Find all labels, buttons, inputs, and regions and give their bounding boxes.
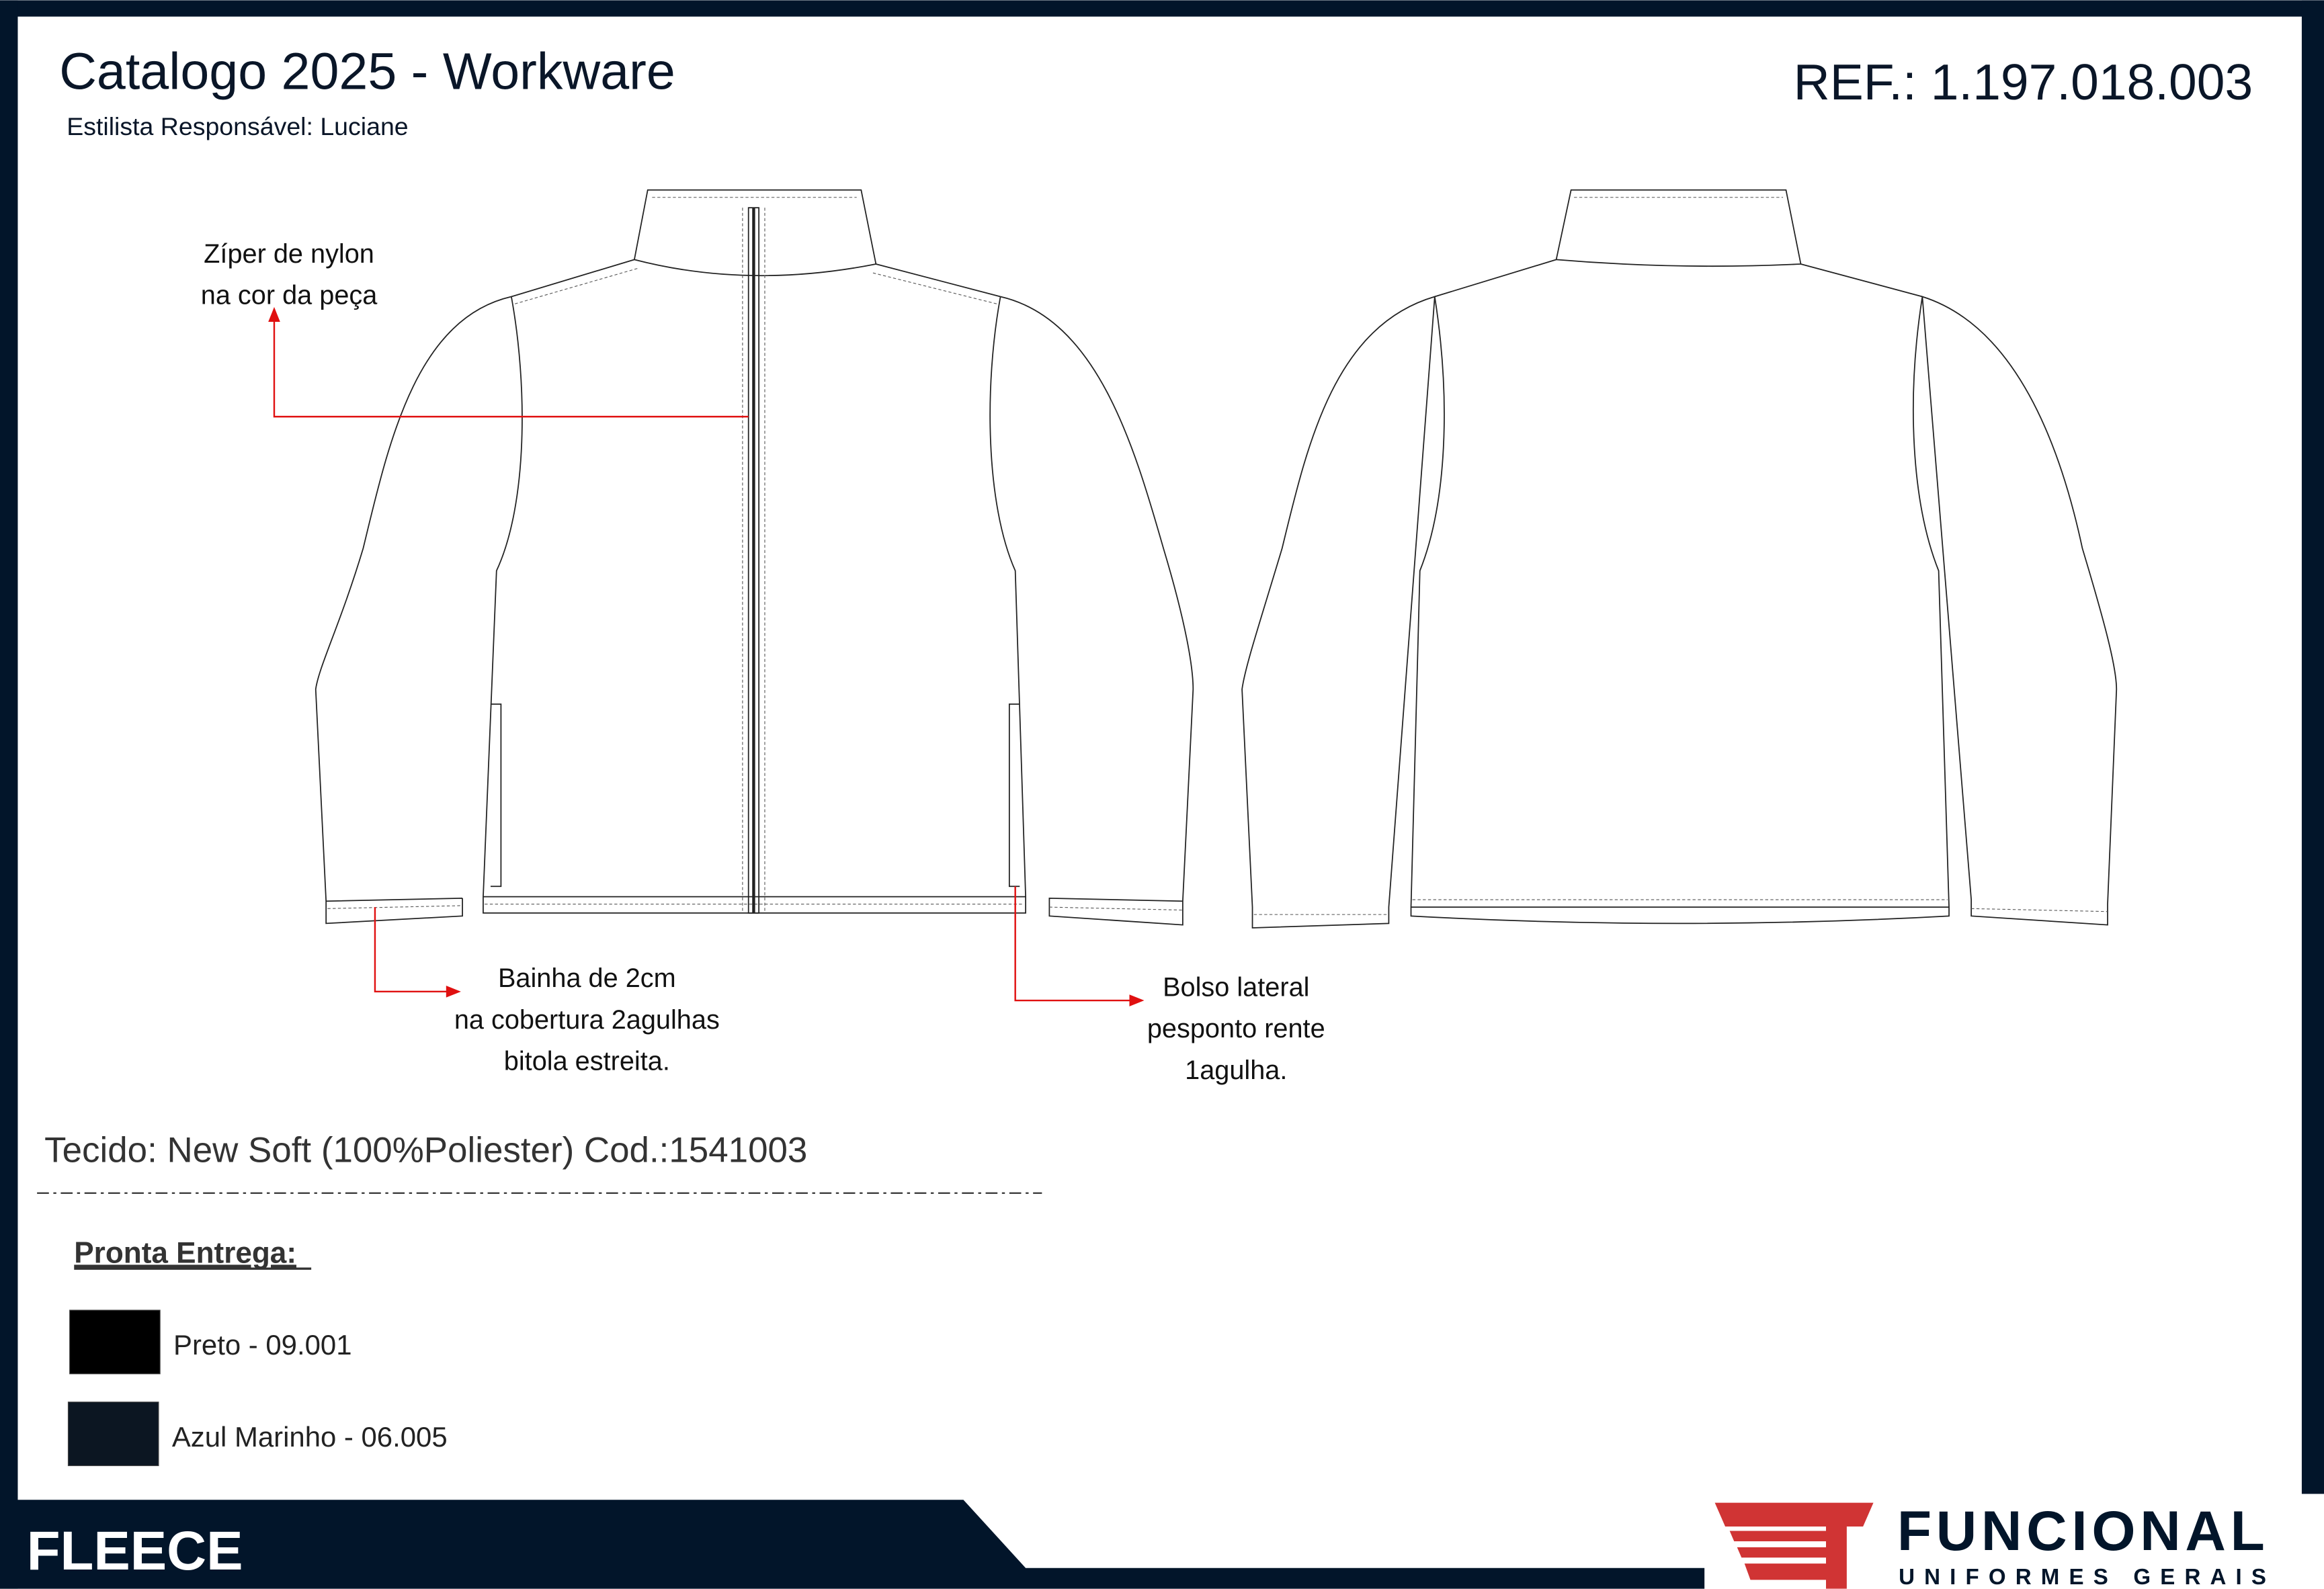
ready-delivery-heading: Pronta Entrega: [74,1236,296,1269]
svg-text:pesponto rente: pesponto rente [1147,1014,1325,1043]
color-swatch-navy [67,1402,159,1467]
svg-text:na cobertura 2agulhas: na cobertura 2agulhas [454,1005,720,1035]
color-swatch-black [69,1309,161,1375]
svg-text:na cor da peça: na cor da peça [201,281,378,310]
stylist-label: Estilista Responsável: Luciane [67,112,408,140]
svg-text:Bainha de 2cm: Bainha de 2cm [498,963,676,993]
pocket-note: Bolso lateral pesponto rente 1agulha. [1147,972,1325,1085]
category-label: FLEECE [27,1520,243,1582]
hem-callout-arrow [374,907,461,998]
footer-bar [0,1500,1705,1589]
color-label-navy: Azul Marinho - 06.005 [172,1421,448,1453]
svg-text:Zíper de nylon: Zíper de nylon [204,239,374,269]
frame-right [2301,0,2324,1494]
svg-text:Bolso lateral: Bolso lateral [1163,972,1309,1002]
reference-code: REF.: 1.197.018.003 [1794,54,2253,110]
brand-logo-icon [1714,1502,1874,1589]
frame-top [0,0,2324,17]
brand-name: FUNCIONAL [1897,1499,2265,1562]
pocket-callout-arrow [1014,886,1145,1006]
page-title: Catalogo 2025 - Workware [59,43,675,101]
color-label-black: Preto - 09.001 [173,1329,351,1361]
svg-text:bitola estreita.: bitola estreita. [504,1047,670,1076]
frame-left [0,0,18,1589]
zipper-note: Zíper de nylon na cor da peça [201,239,378,310]
brand-tagline: UNIFORMES GERAIS [1899,1565,2266,1589]
zipper-callout-arrow [268,306,749,418]
left-pocket [490,703,502,888]
right-pocket [1008,703,1020,888]
jacket-back-drawing [1241,189,2118,929]
svg-text:1agulha.: 1agulha. [1185,1056,1287,1085]
jacket-front-drawing [315,189,1194,926]
fabric-info: Tecido: New Soft (100%Poliester) Cod.:15… [44,1130,807,1170]
hem-note: Bainha de 2cm na cobertura 2agulhas bito… [454,963,720,1076]
